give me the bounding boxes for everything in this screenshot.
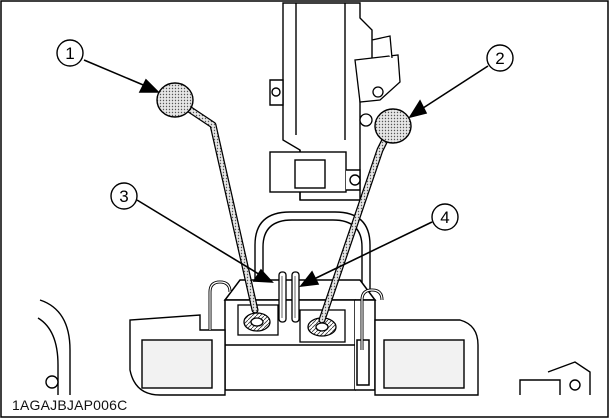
arrowhead-3 [252, 268, 274, 283]
latch-hooks-inner [209, 281, 383, 350]
left-lever [156, 82, 259, 314]
upright-column [269, 2, 373, 201]
left-platform [37, 299, 226, 396]
callout-4: 4 [431, 203, 459, 231]
callout-3: 3 [110, 182, 138, 210]
right-lever-knob [374, 108, 412, 144]
leader-arrow-1 [83, 59, 149, 88]
center-levers [278, 271, 300, 323]
leader-arrow-3 [136, 199, 263, 277]
leader-arrow-2 [419, 65, 489, 111]
callout-2: 2 [486, 44, 514, 72]
callout-1: 1 [56, 39, 84, 67]
arrowhead-1 [138, 78, 160, 93]
callout-4-label: 4 [440, 208, 449, 227]
callout-1-label: 1 [65, 44, 74, 63]
callout-3-label: 3 [119, 187, 128, 206]
left-lever-knob [156, 82, 194, 118]
figure-caption: 1AGAJBJAP006C [10, 397, 130, 413]
right-bracket [354, 35, 401, 127]
right-platform [374, 319, 591, 396]
callout-2-label: 2 [495, 49, 504, 68]
arrowhead-4 [299, 270, 320, 288]
guard-rail [254, 211, 371, 292]
arrowhead-2 [408, 99, 428, 119]
leader-arrow-4 [311, 221, 433, 281]
right-lever [318, 108, 412, 324]
leader-arrows [83, 59, 489, 288]
